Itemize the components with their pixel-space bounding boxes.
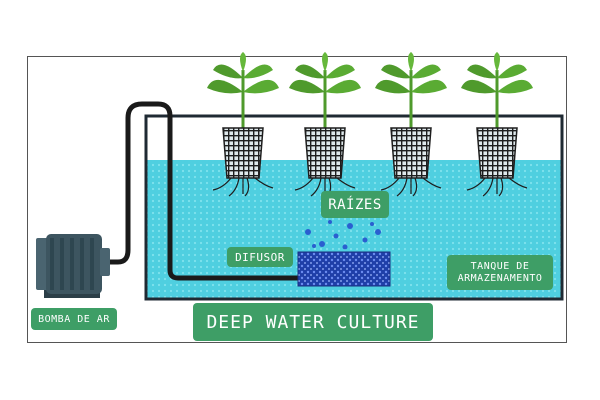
storage-tank-label-line1: TANQUE DE [470,260,530,272]
plant-icon [289,52,361,197]
storage-tank [144,114,564,301]
diffuser-label: DIFUSOR [227,247,293,267]
storage-tank-label-line2: ARMAZENAMENTO [457,272,543,284]
diffuser-icon [297,251,391,287]
roots-label: RAÍZES [321,191,389,218]
diagram-title: DEEP WATER CULTURE [193,303,433,341]
storage-tank-label: TANQUE DE ARMAZENAMENTO [447,255,553,290]
air-hose-icon [97,101,303,281]
air-pump-label: BOMBA DE AR [31,308,117,330]
plant-icon [207,52,279,197]
air-pump-icon [36,234,110,298]
plant-icon [461,52,533,197]
air-bubbles [305,212,381,250]
plant-icon [375,52,447,197]
